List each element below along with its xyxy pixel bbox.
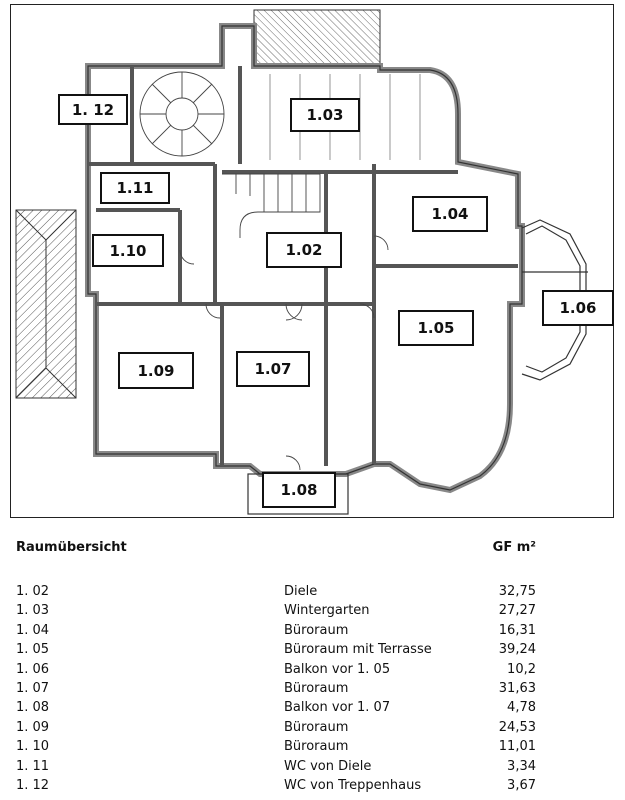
row-number: 1. 04 — [16, 622, 50, 638]
summary-row: 1. 08 Balkon vor 1. 07 4,78 — [16, 698, 536, 717]
room-label-1-06: 1.06 — [542, 290, 614, 326]
row-name: Büroraum — [284, 622, 349, 638]
room-label-1-03: 1.03 — [290, 98, 360, 132]
row-name: Büroraum — [284, 680, 349, 696]
row-number: 1. 10 — [16, 739, 50, 755]
row-area: 10,2 — [507, 661, 536, 677]
row-name: Büroraum — [284, 719, 349, 735]
room-label-1-05: 1.05 — [398, 310, 474, 346]
room-label-1-07: 1.07 — [236, 351, 310, 387]
row-number: 1. 08 — [16, 700, 50, 716]
floor-plan-drawing — [15, 9, 588, 515]
room-label-1-11: 1.11 — [100, 172, 170, 204]
row-number: 1. 05 — [16, 642, 50, 658]
row-number: 1. 06 — [16, 661, 50, 677]
row-name: Balkon vor 1. 07 — [284, 700, 391, 716]
room-summary: Raumübersicht GF m² 1. 02 Diele 32,75 1. 0… — [16, 540, 536, 795]
summary-row: 1. 06 Balkon vor 1. 05 10,2 — [16, 660, 536, 679]
row-number: 1. 03 — [16, 603, 50, 619]
row-area: 3,34 — [507, 758, 536, 774]
roof-left — [15, 209, 77, 399]
summary-row: 1. 09 Büroraum 24,53 — [16, 718, 536, 737]
room-label-1-08: 1.08 — [262, 472, 336, 508]
interior-walls — [88, 66, 518, 466]
row-name: Diele — [284, 584, 318, 599]
row-name: Büroraum — [284, 739, 349, 755]
row-area: 3,67 — [507, 777, 536, 793]
row-name: WC von Treppenhaus — [284, 777, 422, 793]
room-label-1-12: 1. 12 — [58, 94, 128, 125]
room-label-1-09: 1.09 — [118, 352, 194, 389]
row-area: 11,01 — [498, 739, 536, 755]
summary-unit-header: GF m² — [492, 540, 536, 555]
summary-title: Raumübersicht — [16, 540, 127, 555]
door-swings — [179, 235, 389, 471]
row-name: WC von Diele — [284, 758, 372, 774]
roof-top — [253, 9, 381, 67]
summary-row: 1. 12 WC von Treppenhaus 3,67 — [16, 776, 536, 795]
summary-row: 1. 11 WC von Diele 3,34 — [16, 757, 536, 776]
summary-row: 1. 03 Wintergarten 27,27 — [16, 601, 536, 620]
summary-row: 1. 10 Büroraum 11,01 — [16, 737, 536, 756]
summary-row: 1. 07 Büroraum 31,63 — [16, 679, 536, 698]
summary-row: 1. 05 Büroraum mit Terrasse 39,24 — [16, 640, 536, 659]
row-area: 31,63 — [498, 680, 536, 696]
room-label-1-04: 1.04 — [412, 196, 488, 232]
room-label-1-02: 1.02 — [266, 232, 342, 268]
row-number: 1. 07 — [16, 680, 50, 696]
summary-header: Raumübersicht GF m² — [16, 540, 536, 560]
summary-row: 1. 02 Diele 32,75 — [16, 582, 536, 601]
row-area: 32,75 — [498, 584, 536, 599]
row-area: 27,27 — [498, 603, 536, 619]
staircase-upper — [139, 71, 225, 157]
room-label-1-10: 1.10 — [92, 234, 164, 267]
row-number: 1. 09 — [16, 719, 50, 735]
row-number: 1. 02 — [16, 584, 50, 599]
row-area: 16,31 — [498, 622, 536, 638]
row-name: Balkon vor 1. 05 — [284, 661, 391, 677]
summary-row: 1. 04 Büroraum 16,31 — [16, 621, 536, 640]
row-area: 39,24 — [498, 642, 536, 658]
row-area: 24,53 — [498, 719, 536, 735]
summary-rows: 1. 02 Diele 32,75 1. 03 Wintergarten 27,27 1… — [16, 582, 536, 795]
row-area: 4,78 — [507, 700, 536, 716]
row-name: Wintergarten — [284, 603, 370, 619]
staircase-center — [222, 173, 321, 238]
row-number: 1. 12 — [16, 777, 50, 793]
row-name: Büroraum mit Terrasse — [284, 642, 432, 658]
row-number: 1. 11 — [16, 758, 50, 774]
outer-walls — [85, 23, 525, 494]
